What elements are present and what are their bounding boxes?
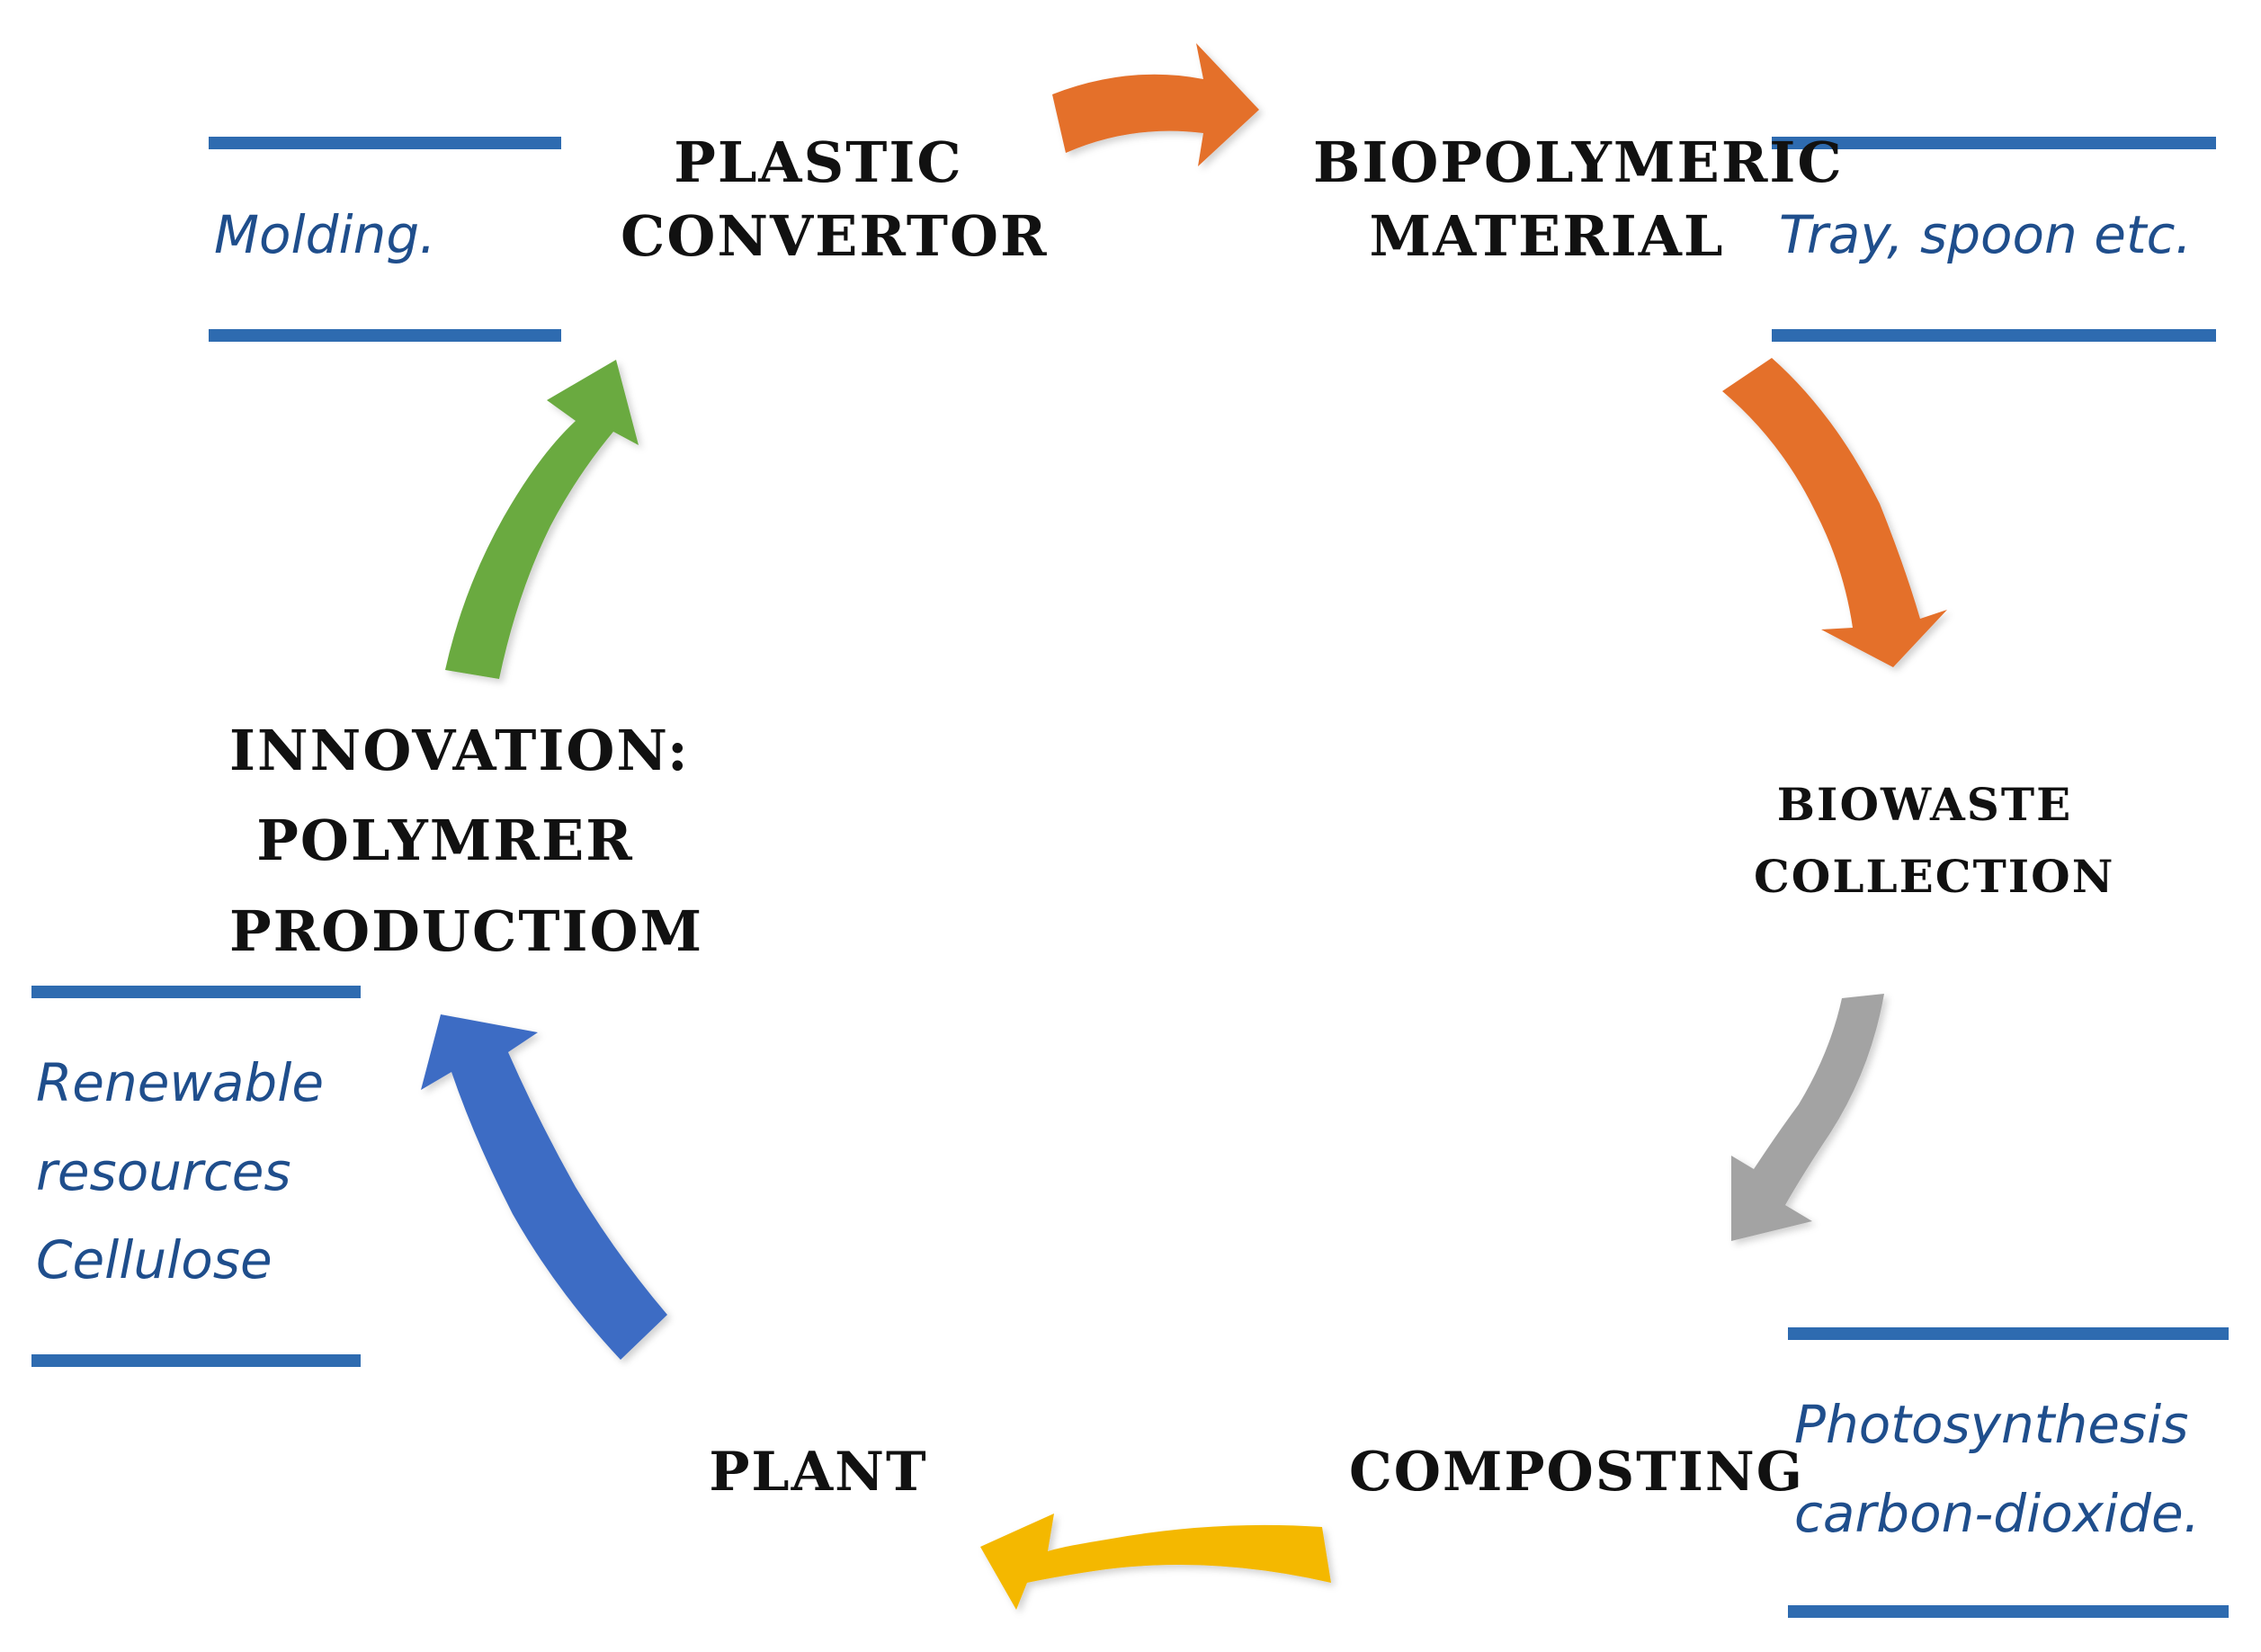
rule-molding-top	[209, 137, 561, 149]
arrow-material-to-biowaste	[1722, 358, 1947, 667]
note-photosynthesis-line-1: Photosynthesis	[1794, 1394, 2189, 1455]
stage-innovation-line-1: Innovation:	[229, 718, 690, 783]
stage-innovation: Innovation: Polymrer Productiom	[229, 706, 704, 977]
stage-biopolymeric-material: Biopolymeric material	[1313, 126, 1844, 273]
note-tray: Tray, spoon etc.	[1779, 191, 2192, 280]
arrow-plant-to-innovation	[421, 1014, 667, 1360]
rule-renewable-top	[31, 986, 361, 998]
rule-tray-top	[1772, 137, 2216, 149]
note-renewable-line-1: Renewable	[36, 1052, 325, 1113]
arrow-convertor-to-material	[1052, 43, 1259, 166]
note-molding-line-1: Molding.	[214, 204, 436, 265]
rule-photosynthesis-top	[1788, 1327, 2229, 1340]
note-molding: Molding.	[214, 191, 436, 280]
stage-biopolymeric-material-line-2: material	[1369, 202, 1725, 269]
stage-biowaste-collection-line-2: collection	[1754, 850, 2115, 903]
stage-composting: Composting	[1349, 1437, 1804, 1508]
arrow-composting-to-plant	[980, 1514, 1331, 1610]
stage-innovation-line-3: Productiom	[229, 897, 704, 964]
stage-innovation-line-2: Polymrer	[256, 808, 634, 874]
rule-tray-bottom	[1772, 329, 2216, 342]
stage-plastic-convertor-line-2: convertor	[621, 202, 1049, 269]
stage-plant: Plant	[684, 1437, 953, 1508]
stage-plastic-convertor: Plastic convertor	[621, 126, 1049, 273]
stage-plastic-convertor-line-1: Plastic	[674, 129, 963, 195]
stage-composting-line-1: Composting	[1349, 1441, 1804, 1504]
stage-biowaste-collection-line-1: Biowaste	[1776, 778, 2073, 831]
note-tray-line-1: Tray, spoon etc.	[1779, 204, 2192, 265]
stage-biowaste-collection: Biowaste collection	[1754, 769, 2115, 913]
rule-renewable-bottom	[31, 1354, 361, 1367]
note-photosynthesis: Photosynthesis carbon-dioxide.	[1794, 1380, 2200, 1558]
note-renewable-line-2: resources	[36, 1140, 291, 1202]
note-photosynthesis-line-2: carbon-dioxide.	[1794, 1482, 2201, 1544]
arrow-innovation-to-convertor	[445, 360, 639, 679]
arrow-biowaste-to-composting	[1731, 994, 1884, 1241]
note-renewable-line-3: Cellulose	[36, 1229, 273, 1291]
stage-biopolymeric-material-line-1: Biopolymeric	[1313, 129, 1844, 195]
rule-molding-bottom	[209, 329, 561, 342]
note-renewable: Renewable resources Cellulose	[36, 1039, 324, 1305]
rule-photosynthesis-bottom	[1788, 1605, 2229, 1618]
stage-plant-line-1: Plant	[709, 1441, 928, 1504]
